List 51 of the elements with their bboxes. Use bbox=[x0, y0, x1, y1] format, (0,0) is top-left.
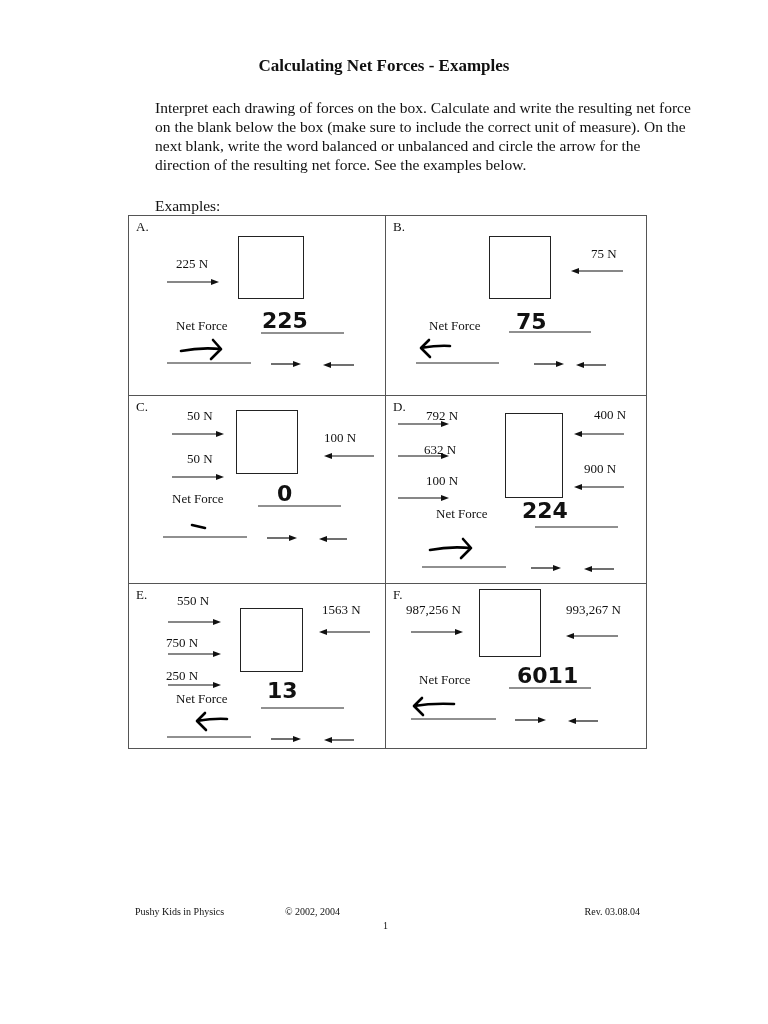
box bbox=[489, 236, 551, 299]
force-label: 100 N bbox=[324, 429, 357, 445]
example-panel bbox=[385, 215, 647, 396]
section-heading: Examples: bbox=[155, 197, 221, 215]
force-label: 792 N bbox=[426, 407, 459, 423]
net-force-label: Net Force bbox=[436, 505, 488, 521]
handwritten-answer: 6011 bbox=[517, 664, 579, 688]
handwritten-answer: 225 bbox=[262, 309, 308, 333]
panel-letter: F. bbox=[393, 586, 403, 602]
handwritten-answer: 75 bbox=[516, 310, 547, 334]
handwritten-answer: 0 bbox=[277, 482, 293, 506]
example-panel bbox=[385, 583, 647, 749]
net-force-label: Net Force bbox=[419, 671, 471, 687]
title: Calculating Net Forces - Examples bbox=[257, 56, 511, 76]
force-label: 1563 N bbox=[322, 601, 361, 617]
net-force-label: Net Force bbox=[176, 690, 228, 706]
box bbox=[240, 608, 303, 672]
force-label: 250 N bbox=[166, 667, 199, 683]
handwritten-answer: 224 bbox=[522, 499, 568, 523]
panel-letter: C. bbox=[136, 398, 148, 414]
instructions-paragraph: Interpret each drawing of forces on the box. Calculate and write the resulting net force on the blank below the box (make sure to include the correct unit of measure). On the next blank, write the word balanced or unbalanced and circle the arrow for the direction of the resulting net force. See the examples below. bbox=[155, 98, 692, 174]
net-force-label: Net Force bbox=[176, 317, 228, 333]
box bbox=[238, 236, 304, 299]
panel-letter: E. bbox=[136, 586, 148, 602]
example-panel bbox=[128, 583, 386, 749]
force-label: 50 N bbox=[187, 407, 213, 423]
footer-text: © 2002, 2004 bbox=[285, 906, 341, 917]
page-number: 1 bbox=[383, 920, 388, 931]
box bbox=[505, 413, 563, 498]
force-label: 900 N bbox=[584, 460, 617, 476]
force-label: 550 N bbox=[177, 592, 210, 608]
force-label: 75 N bbox=[591, 245, 617, 261]
net-force-label: Net Force bbox=[429, 317, 481, 333]
panel-letter: A. bbox=[136, 218, 149, 234]
force-label: 987,256 N bbox=[406, 601, 461, 617]
force-label: 993,267 N bbox=[566, 601, 621, 617]
box bbox=[236, 410, 298, 474]
example-panel bbox=[128, 215, 386, 396]
panel-letter: B. bbox=[393, 218, 405, 234]
handwritten-answer: 13 bbox=[267, 679, 298, 703]
force-label: 225 N bbox=[176, 255, 209, 271]
force-label: 100 N bbox=[426, 472, 459, 488]
force-label: 632 N bbox=[424, 441, 457, 457]
net-force-label: Net Force bbox=[172, 490, 224, 506]
force-label: 50 N bbox=[187, 450, 213, 466]
footer-text: Rev. 03.08.04 bbox=[584, 906, 640, 917]
force-label: 750 N bbox=[166, 634, 199, 650]
force-label: 400 N bbox=[594, 406, 627, 422]
panel-letter: D. bbox=[393, 398, 406, 414]
box bbox=[479, 589, 541, 657]
footer-text: Pushy Kids in Physics bbox=[135, 906, 225, 917]
